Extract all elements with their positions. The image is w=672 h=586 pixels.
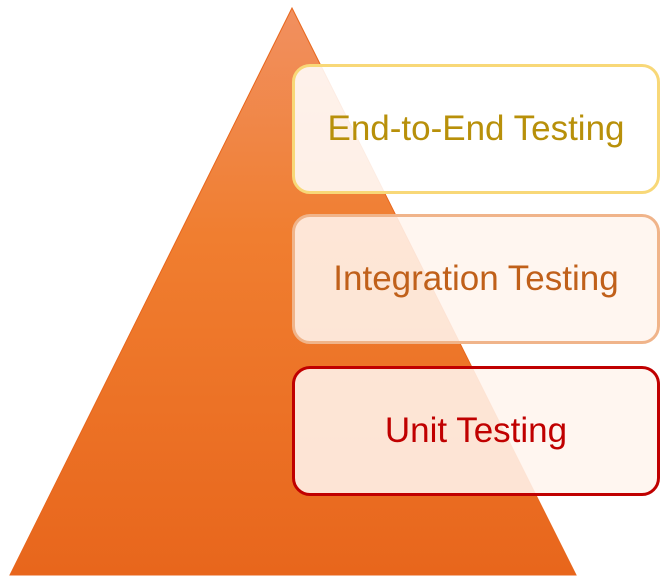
layer-label: Integration Testing [333,259,619,298]
layer-label: End-to-End Testing [327,109,625,148]
layer-unit: Unit Testing [292,366,660,496]
layer-label: Unit Testing [384,411,568,450]
layer-end-to-end: End-to-End Testing [292,64,660,194]
layer-integration: Integration Testing [292,214,660,344]
